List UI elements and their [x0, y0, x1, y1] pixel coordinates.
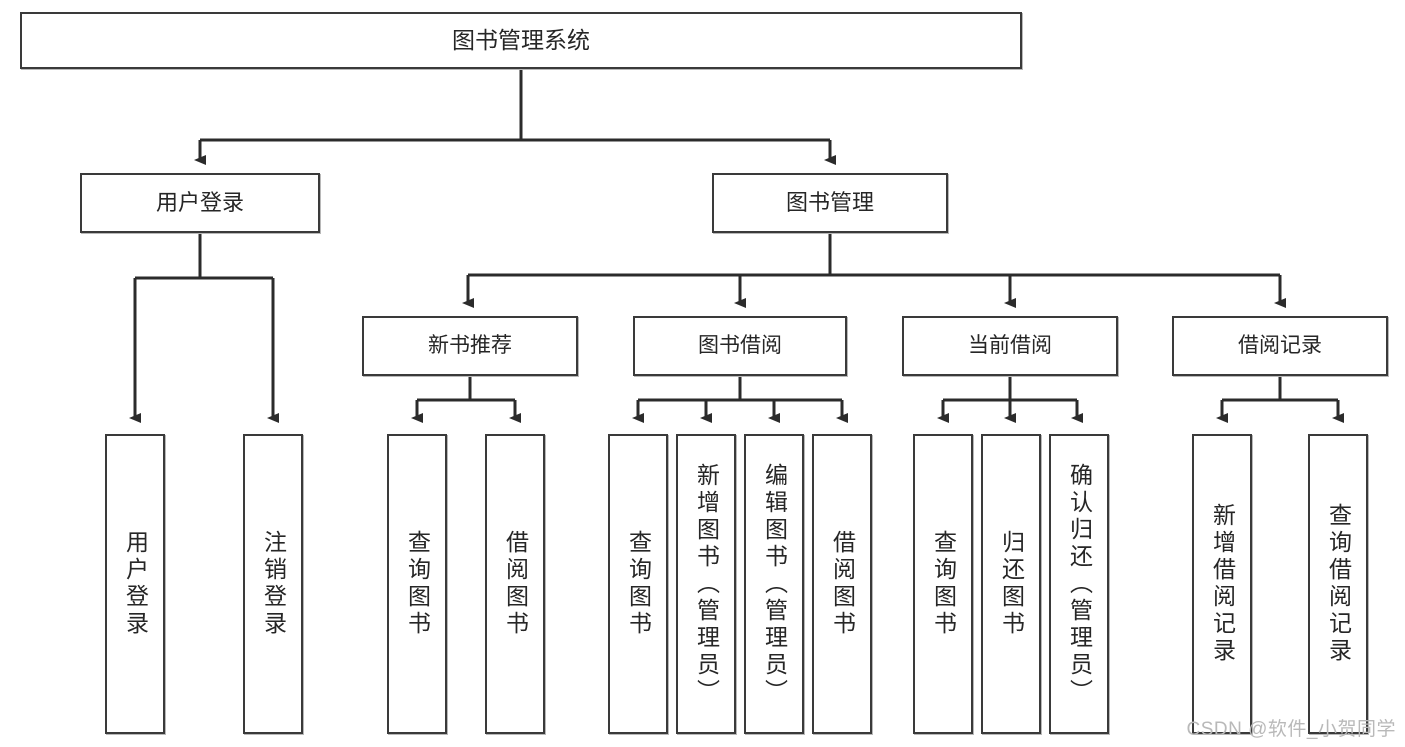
leaf-node-user-logout[interactable]: 注销登录: [243, 434, 303, 734]
node-label: 查询借阅记录: [1325, 503, 1352, 665]
node-label: 用户登录: [155, 190, 244, 216]
node-label: 归还图书: [998, 530, 1025, 638]
node-label: 新增借阅记录: [1209, 503, 1236, 665]
leaf-node-borrow-book-recommend[interactable]: 借阅图书: [485, 434, 545, 734]
leaf-node-confirm-return-admin[interactable]: 确认归还（管理员）: [1049, 434, 1109, 734]
leaf-node-query-book-current[interactable]: 查询图书: [913, 434, 973, 734]
node-label: 用户登录: [122, 530, 149, 638]
node-label: 查询图书: [404, 530, 431, 638]
node-label: 新增图书（管理员）: [693, 462, 720, 706]
node-label: 编辑图书（管理员）: [761, 462, 788, 706]
node-label: 借阅图书: [829, 530, 856, 638]
node-new-book-recommend[interactable]: 新书推荐: [362, 316, 578, 376]
leaf-node-user-login[interactable]: 用户登录: [105, 434, 165, 734]
node-label: 当前借阅: [968, 333, 1052, 357]
node-root-book-management-system[interactable]: 图书管理系统: [20, 12, 1022, 69]
leaf-node-query-book-borrow[interactable]: 查询图书: [608, 434, 668, 734]
node-borrow-record[interactable]: 借阅记录: [1172, 316, 1388, 376]
node-label: 注销登录: [260, 530, 287, 638]
leaf-node-query-book-recommend[interactable]: 查询图书: [387, 434, 447, 734]
node-label: 查询图书: [625, 530, 652, 638]
node-label: 确认归还（管理员）: [1066, 462, 1093, 706]
node-label: 图书管理: [785, 190, 874, 216]
node-label: 图书管理系统: [452, 27, 590, 54]
node-label: 借阅图书: [502, 530, 529, 638]
leaf-node-borrow-book[interactable]: 借阅图书: [812, 434, 872, 734]
leaf-node-query-borrow-record[interactable]: 查询借阅记录: [1308, 434, 1368, 734]
node-book-borrow[interactable]: 图书借阅: [633, 316, 847, 376]
node-label: 查询图书: [930, 530, 957, 638]
leaf-node-edit-book-admin[interactable]: 编辑图书（管理员）: [744, 434, 804, 734]
csdn-watermark: CSDN @软件_小贺同学: [1186, 719, 1396, 740]
node-label: 图书借阅: [698, 333, 782, 357]
node-current-borrow[interactable]: 当前借阅: [902, 316, 1118, 376]
node-book-management[interactable]: 图书管理: [712, 173, 948, 233]
node-label: 新书推荐: [428, 333, 512, 357]
leaf-node-add-borrow-record[interactable]: 新增借阅记录: [1192, 434, 1252, 734]
leaf-node-add-book-admin[interactable]: 新增图书（管理员）: [676, 434, 736, 734]
node-user-login[interactable]: 用户登录: [80, 173, 320, 233]
leaf-node-return-book[interactable]: 归还图书: [981, 434, 1041, 734]
node-label: 借阅记录: [1238, 333, 1322, 357]
